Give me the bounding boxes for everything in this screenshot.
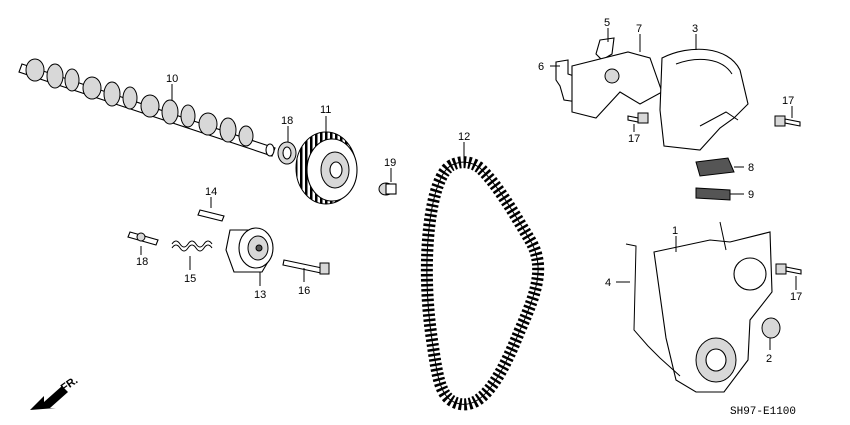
callout-16: 16 <box>298 285 310 297</box>
oil-seal <box>277 141 297 165</box>
callout-12: 12 <box>458 131 470 143</box>
front-direction-arrow-icon: FR. <box>30 374 80 410</box>
callout-1: 1 <box>672 225 678 237</box>
timing-belt <box>420 156 545 411</box>
leader-lines <box>140 28 797 350</box>
callout-11: 11 <box>320 104 331 116</box>
tensioner-spring <box>171 240 213 252</box>
plug-cap <box>761 317 781 339</box>
spring-pin <box>127 231 159 246</box>
tensioner-bolt <box>282 259 330 275</box>
timing-belt-upper-cover <box>659 48 749 151</box>
callout-4: 4 <box>605 277 611 289</box>
callout-14: 14 <box>205 186 217 198</box>
callout-17b: 17 <box>782 95 794 107</box>
callout-7: 7 <box>636 23 642 35</box>
callout-15: 15 <box>184 273 196 285</box>
callout-3: 3 <box>692 23 698 35</box>
washer-nut <box>378 182 397 196</box>
flange-bolt <box>627 112 802 275</box>
callouts: 10 11 18 19 14 12 18 15 13 16 6 5 7 3 17… <box>136 17 802 365</box>
callout-19: 19 <box>384 157 396 169</box>
spacer-seal <box>695 187 731 201</box>
callout-17a: 17 <box>628 133 640 145</box>
stud-bolt <box>197 209 225 222</box>
tensioner <box>225 227 274 273</box>
cover-bracket-b <box>571 51 663 119</box>
callout-13: 13 <box>254 289 266 301</box>
callout-2: 2 <box>766 353 772 365</box>
callout-5: 5 <box>604 17 610 29</box>
camshaft <box>18 58 276 157</box>
timing-belt-pulley <box>295 131 358 205</box>
diagram-code: SH97-E1100 <box>730 406 796 418</box>
callout-18: 18 <box>136 256 148 268</box>
callout-10: 10 <box>166 73 178 85</box>
callout-8: 8 <box>748 162 754 174</box>
callout-17c: 17 <box>790 291 802 303</box>
callout-9: 9 <box>748 189 754 201</box>
lower-cover-seal <box>625 243 681 377</box>
rubber-seal <box>695 157 735 177</box>
timing-belt-lower-cover <box>653 221 773 393</box>
callout-6: 6 <box>538 61 544 73</box>
callout-20: 18 <box>281 115 293 127</box>
